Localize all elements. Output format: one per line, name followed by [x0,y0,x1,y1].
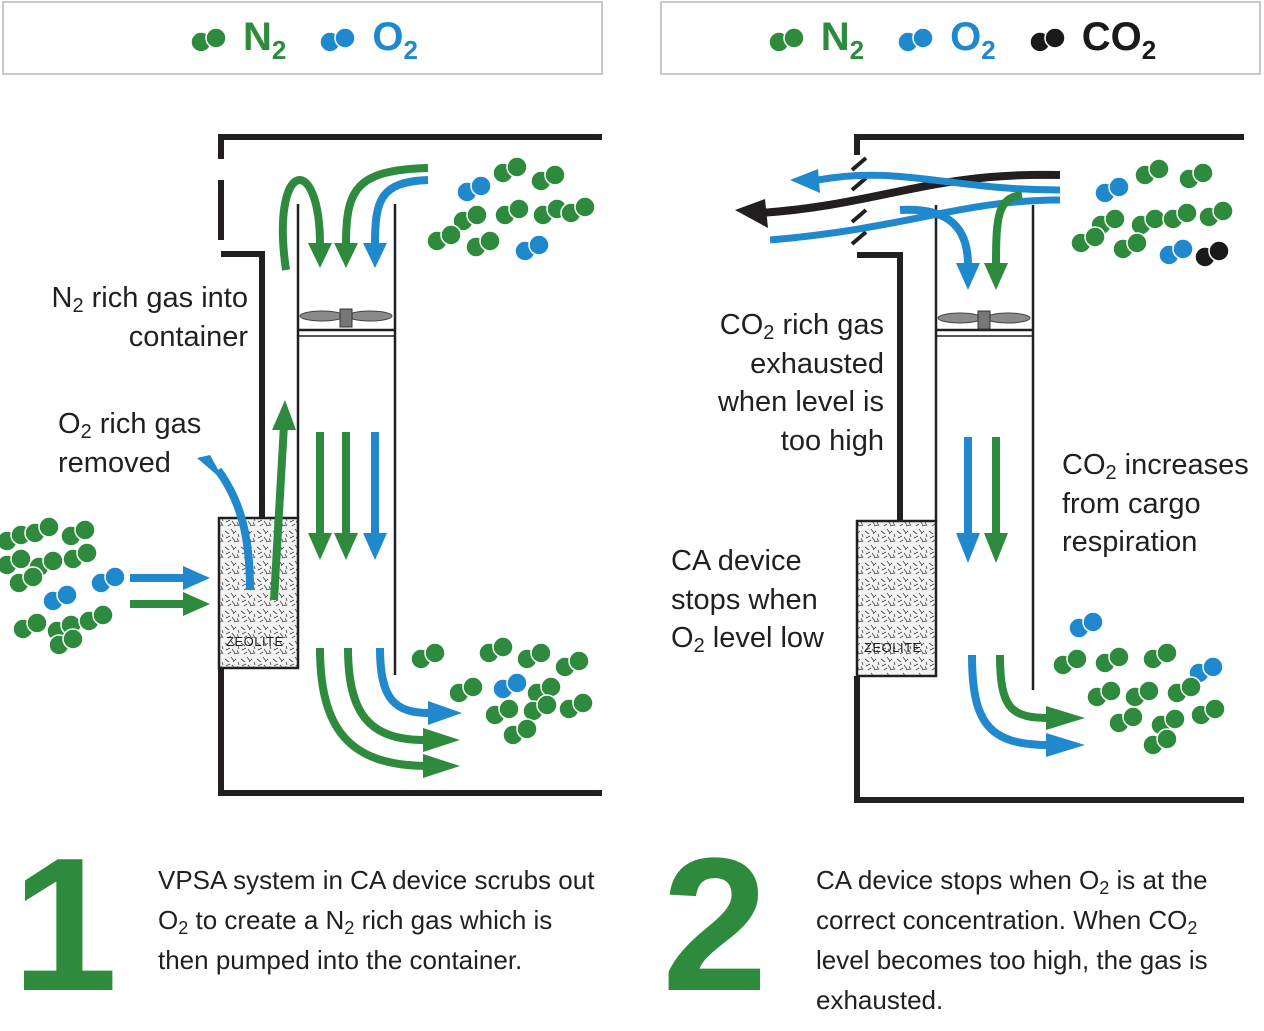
n2-molecule-icon [1052,648,1088,676]
n2-molecule-icon [1086,680,1122,708]
n2-molecule-icon [410,642,446,670]
o2-molecule-icon [514,234,550,262]
n2-molecule-icon [78,604,114,632]
step-number-1: 1 [12,819,118,1031]
n2-molecule-icon [502,718,538,746]
flow-arrows-1 [130,164,431,770]
n2-molecule-icon [1162,202,1198,230]
step-description-2: CA device stops when O2 is at the correc… [816,865,1208,1015]
container-wall-1 [218,134,602,796]
step-description-1: VPSA system in CA device scrubs out O2 t… [158,865,595,975]
o2-molecule-icon [456,175,492,203]
legend-box-right: N2 O2 CO2 [660,1,1261,75]
legend-row-right: N2 O2 CO2 [662,3,1259,77]
ca-device-stops-label: CA device stops when O2 level low [671,545,824,657]
n2-molecule-icon [1142,642,1178,670]
flow-arrows-2 [759,170,1061,749]
n2-molecule-icon [48,628,84,656]
n2-molecule-icon [1112,232,1148,260]
o2-molecule-icon [90,566,126,594]
o2-rich-gas-label: O2 rich gas removed [58,408,202,479]
n2-molecule-icon [1198,200,1234,228]
n2-molecule-icon [1190,698,1226,726]
n2-molecule-icon [484,698,520,726]
duct-2 [934,205,1035,690]
n2-molecule-icon [1070,226,1106,254]
n2-molecule-icon [494,198,530,226]
o2-molecule-icon [897,27,934,53]
n2-molecule-icon [190,27,227,53]
n2-molecule-icon [0,548,32,576]
legend_right-entry-1: O2 [894,15,996,66]
duct-1 [296,204,397,675]
zeolite-filter-2 [855,519,938,678]
n2-molecule-icon [516,642,552,670]
n2-molecule-icon [1108,706,1144,734]
n2-molecule-icon [554,650,590,678]
o2-molecule-icon [492,672,528,700]
n2-molecule-icon [465,230,501,258]
legend-label: O2 [372,14,418,65]
n2-molecule-icon [560,196,596,224]
molecule-clusters [0,156,1234,756]
n2-molecule-icon [426,224,462,252]
diagram-canvas [0,134,1244,803]
o2-molecule-icon [1068,611,1104,639]
n2-molecule-icon [1094,646,1130,674]
n2-molecule-icon [1130,208,1166,236]
n2-molecule-icon [1142,728,1178,756]
legend-label: CO2 [1081,14,1157,65]
n2-molecule-icon [1178,162,1214,190]
n2-molecule-icon [452,204,488,232]
n2-rich-gas-label: N2 rich gas into container [51,282,249,353]
n2-molecule-icon [1166,676,1202,704]
n2-molecule-icon [62,542,98,570]
n2-molecule-icon [558,692,594,720]
legend_left-entry-1: O2 [316,15,418,66]
n2-molecule-icon [60,519,96,547]
fan-icon-2 [937,310,1031,330]
o2-molecule-icon [319,27,357,53]
co2-molecule-icon [1028,27,1066,53]
n2-molecule-icon [530,164,566,192]
legend-label: N2 [820,14,865,65]
legend_right-entry-0: N2 [765,15,864,66]
legend-row-left: N2 O2 [4,3,601,77]
n2-molecule-icon [1134,158,1170,186]
o2-molecule-icon [1158,238,1194,266]
exhaust-vent-icon [850,156,868,246]
zeolite-filter-1 [217,516,300,670]
n2-molecule-icon [1124,680,1160,708]
o2-molecule-icon [1094,176,1130,204]
zeolite-label-1: ZEOLITE [226,634,284,649]
co2-molecule-icon [1194,240,1230,268]
co2-exhaust-label: CO2 rich gas exhausted when level is too… [717,309,884,457]
n2-molecule-icon [768,27,805,53]
container-wall-2 [854,134,1244,803]
n2-molecule-icon [24,516,60,544]
n2-molecule-icon [12,612,48,640]
co2-increases-label: CO2 increases from cargo respiration [1062,449,1249,558]
fan-icon-1 [299,308,393,328]
n2-molecule-icon [8,566,44,594]
zeolite-label-2: ZEOLITE [864,640,922,655]
legend_left-entry-0: N2 [187,15,286,66]
n2-molecule-icon [478,636,514,664]
arrowheads-2 [735,169,1085,757]
n2-molecule-icon [492,156,528,184]
legend_right-entry-2: CO2 [1026,15,1156,66]
step-number-2: 2 [662,819,768,1031]
o2-molecule-icon [42,584,78,612]
arrowheads-1 [183,243,462,778]
legend-box-left: N2 O2 [2,1,603,75]
n2-molecule-icon [448,676,484,704]
legend-label: O2 [950,14,996,65]
legend-label: N2 [243,14,287,65]
